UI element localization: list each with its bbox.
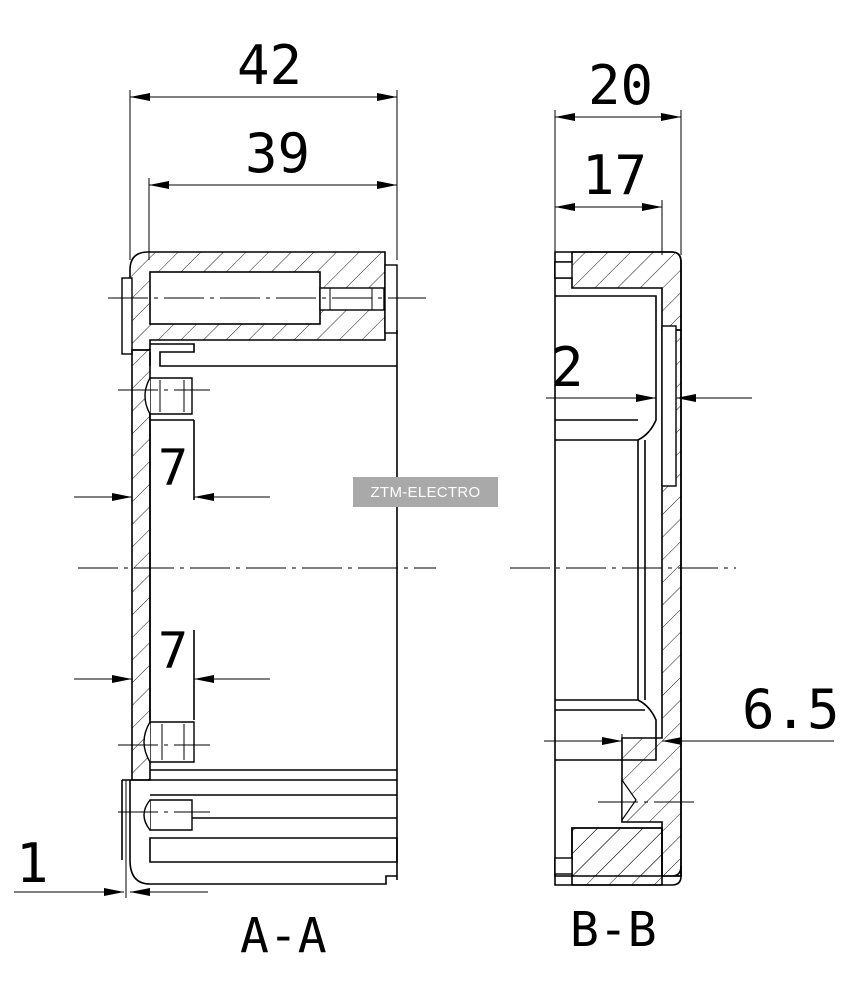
dim-aa-hole-lower: 7 xyxy=(158,622,188,680)
view-label-bb: B-B xyxy=(570,902,657,958)
dim-aa-inner-width: 39 xyxy=(245,122,310,185)
dim-bb-overall-width: 20 xyxy=(588,54,653,117)
hatched-section-top-bb xyxy=(554,251,682,331)
dim-bb-inner-width: 17 xyxy=(582,144,647,207)
thread-hole xyxy=(319,287,385,311)
dim-bb-recess: 6.5 xyxy=(742,678,840,741)
dim-bb-step: 2 xyxy=(551,336,584,399)
section-view-aa: 42 39 7 7 1 A-A xyxy=(14,34,436,964)
dim-aa-hole-upper: 7 xyxy=(158,439,188,497)
hatched-wall-left xyxy=(131,349,151,781)
section-view-bb: 20 17 2 6.5 B-B xyxy=(510,54,840,958)
dim-aa-wall: 1 xyxy=(16,832,49,895)
watermark-badge: ZTM-ELECTRO xyxy=(353,477,498,507)
dim-aa-overall-width: 42 xyxy=(237,34,302,97)
hatched-section-bottom-bb xyxy=(571,827,663,886)
view-label-aa: A-A xyxy=(240,908,327,964)
